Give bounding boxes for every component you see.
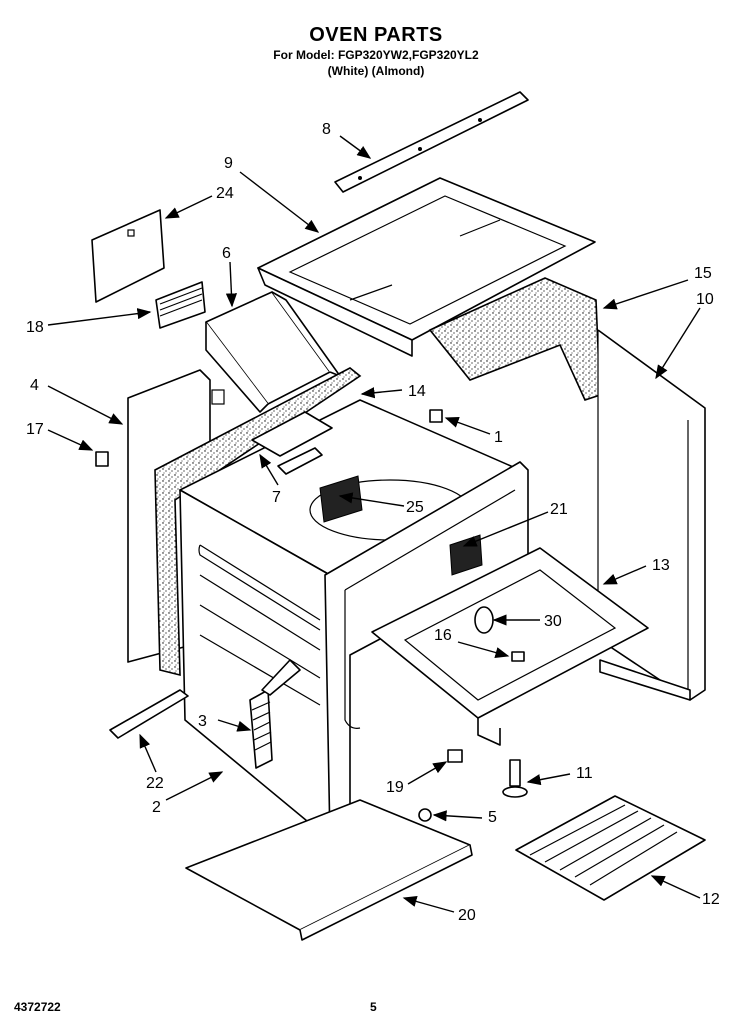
- insulation-part-15: [428, 277, 601, 401]
- broil-drawer-part-13: [371, 547, 691, 746]
- part-17: [95, 451, 109, 467]
- callout-24: 24: [216, 185, 234, 202]
- callout-13: 13: [652, 557, 670, 574]
- callout-3: 3: [198, 713, 207, 730]
- callout-labels: 8 9 24 6 18 4 17 14 1 15 10 7 25 21 13 3…: [26, 121, 720, 924]
- color-line: (White) (Almond): [327, 64, 425, 78]
- callout-2: 2: [152, 799, 161, 816]
- callout-17: 17: [26, 421, 44, 438]
- callout-4: 4: [30, 377, 39, 394]
- callout-10: 10: [696, 291, 714, 308]
- leveling-leg-part-11: [502, 759, 528, 798]
- callout-21: 21: [550, 501, 568, 518]
- oven-top-frame-part-9: [257, 177, 596, 357]
- callout-11: 11: [576, 765, 593, 782]
- part-19: [447, 749, 463, 763]
- part-30: [474, 606, 494, 634]
- callout-8: 8: [322, 121, 331, 138]
- insulation-part-14: [154, 367, 362, 677]
- part-1: [429, 409, 443, 423]
- side-panel-part-24: [91, 209, 165, 303]
- page-title: OVEN PARTS: [309, 24, 443, 46]
- callout-22: 22: [146, 775, 164, 792]
- bottom-plate-part-20: [185, 799, 473, 941]
- vent-duct-part-6: [205, 291, 341, 413]
- callout-1: 1: [494, 429, 503, 446]
- igniter-part-3: [249, 659, 301, 769]
- rear-frame-part-10: [597, 329, 706, 701]
- bracket-part-22: [109, 689, 189, 739]
- vent-grille-part-18: [155, 281, 206, 329]
- oven-rack-part-12: [515, 795, 706, 901]
- callout-19: 19: [386, 779, 404, 796]
- part-16: [511, 651, 525, 662]
- callout-15: 15: [694, 265, 712, 282]
- part-5: [418, 808, 432, 822]
- page-number: 5: [370, 1000, 377, 1014]
- document-number: 4372722: [14, 1000, 61, 1014]
- callout-7: 7: [272, 489, 281, 506]
- callout-20: 20: [458, 907, 476, 924]
- top-bracket-part-8: [334, 91, 529, 193]
- callout-5: 5: [488, 809, 497, 826]
- callout-25: 25: [406, 499, 424, 516]
- callout-14: 14: [408, 383, 426, 400]
- callout-9: 9: [224, 155, 233, 172]
- callout-18: 18: [26, 319, 44, 336]
- callout-6: 6: [222, 245, 231, 262]
- model-line: For Model: FGP320YW2,FGP320YL2: [273, 48, 479, 62]
- leader-lines: [47, 135, 701, 913]
- vent-plate-part-7: [251, 411, 333, 475]
- callout-12: 12: [702, 891, 720, 908]
- callout-30: 30: [544, 613, 562, 630]
- callout-16: 16: [434, 627, 452, 644]
